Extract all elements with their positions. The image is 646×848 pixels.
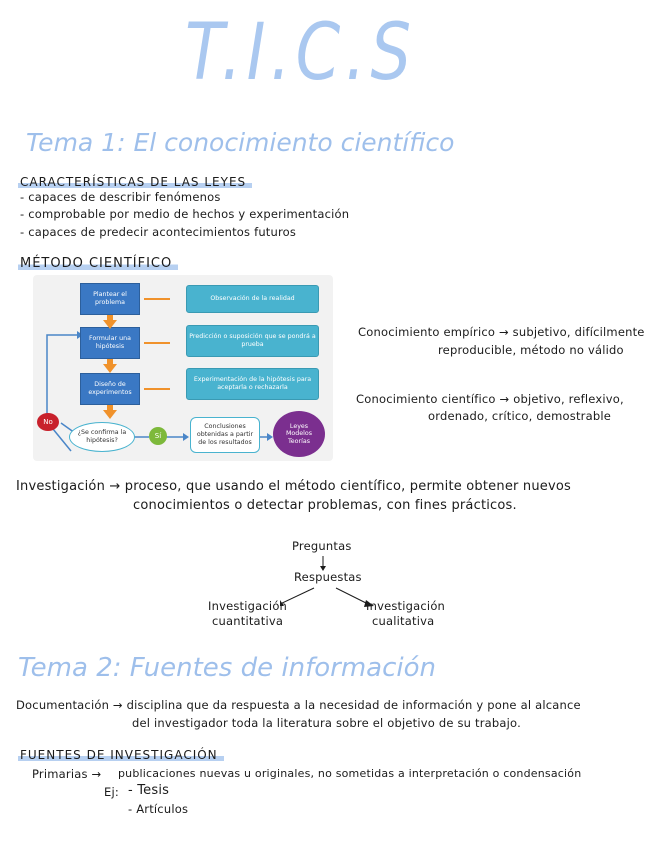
confirma-oval: ¿Se confirma la hipótesis? — [69, 422, 135, 452]
cualitativa-line2: cualitativa — [372, 614, 435, 628]
observacion-box: Observación de la realidad — [186, 285, 319, 313]
arrow-head — [103, 364, 117, 373]
arrow-head — [103, 320, 117, 329]
documentacion-line2: del investigador toda la literatura sobr… — [132, 716, 521, 730]
cuantitativa-line2: cuantitativa — [212, 614, 284, 628]
conclusiones-box: Conclusiones obtenidas a partir de los r… — [190, 417, 260, 453]
primarias-text: publicaciones nuevas u originales, no so… — [118, 767, 582, 780]
cientifico-line1: Conocimiento científico → objetivo, refl… — [356, 392, 624, 406]
tema1-title: Tema 1: El conocimiento científico — [26, 128, 455, 157]
page-title: T.I.C.S — [185, 8, 485, 108]
preguntas-label: Preguntas — [292, 539, 352, 553]
connector — [144, 298, 170, 300]
investigacion-line1: Investigación → proceso, que usando el m… — [16, 479, 571, 494]
primarias-label: Primarias → — [32, 767, 102, 781]
caracteristicas-heading: CARACTERÍSTICAS DE LAS LEYES — [18, 175, 253, 189]
experimentacion-box: Experimentación de la hipótesis para ace… — [186, 368, 319, 400]
diseno-box: Diseño de experimentos — [80, 373, 140, 405]
title-text: T.I.C.S — [185, 8, 417, 98]
cientifico-line2: ordenado, crítico, demostrable — [428, 409, 611, 423]
empirico-line2: reproducible, método no válido — [438, 343, 624, 357]
fuente-item-tesis: - Tesis — [128, 783, 170, 798]
caracteristica-item: - comprobable por medio de hechos y expe… — [20, 207, 350, 221]
tema2-title: Tema 2: Fuentes de información — [18, 653, 436, 683]
respuestas-label: Respuestas — [294, 570, 362, 584]
arrow-stem — [107, 359, 113, 365]
diagram-connectors — [46, 331, 273, 452]
cuantitativa-line1: Investigación — [208, 599, 288, 613]
flow-arrows — [280, 556, 374, 607]
caracteristica-item: - capaces de describir fenómenos — [20, 190, 221, 204]
prediccion-box: Predicción o suposición que se pondrá a … — [186, 325, 319, 357]
arrow-stem — [107, 315, 113, 321]
arrow-stem — [107, 405, 113, 411]
connector — [144, 388, 170, 390]
leyes-circle: Leyes Modelos Teorías — [273, 411, 325, 457]
empirico-line1: Conocimiento empírico → subjetivo, difíc… — [358, 325, 645, 339]
connector — [144, 342, 170, 344]
scientific-method-diagram: Plantear el problema Formular una hipóte… — [33, 275, 333, 461]
si-circle: Sí — [149, 427, 167, 445]
cualitativa-line1: Investigación — [366, 599, 446, 613]
caracteristica-item: - capaces de predecir acontecimientos fu… — [20, 225, 297, 239]
formular-box: Formular una hipótesis — [80, 327, 140, 359]
metodo-heading: MÉTODO CIENTÍFICO — [18, 256, 179, 271]
no-circle: No — [37, 413, 59, 431]
fuentes-heading: FUENTES DE INVESTIGACIÓN — [18, 748, 224, 762]
ej-label: Ej: — [104, 785, 119, 799]
documentacion-line1: Documentación → disciplina que da respue… — [16, 698, 581, 712]
plantear-box: Plantear el problema — [80, 283, 140, 315]
arrow-head — [103, 410, 117, 419]
fuente-item-articulos: - Artículos — [128, 802, 189, 816]
investigacion-line2: conocimientos o detectar problemas, con … — [133, 498, 517, 513]
